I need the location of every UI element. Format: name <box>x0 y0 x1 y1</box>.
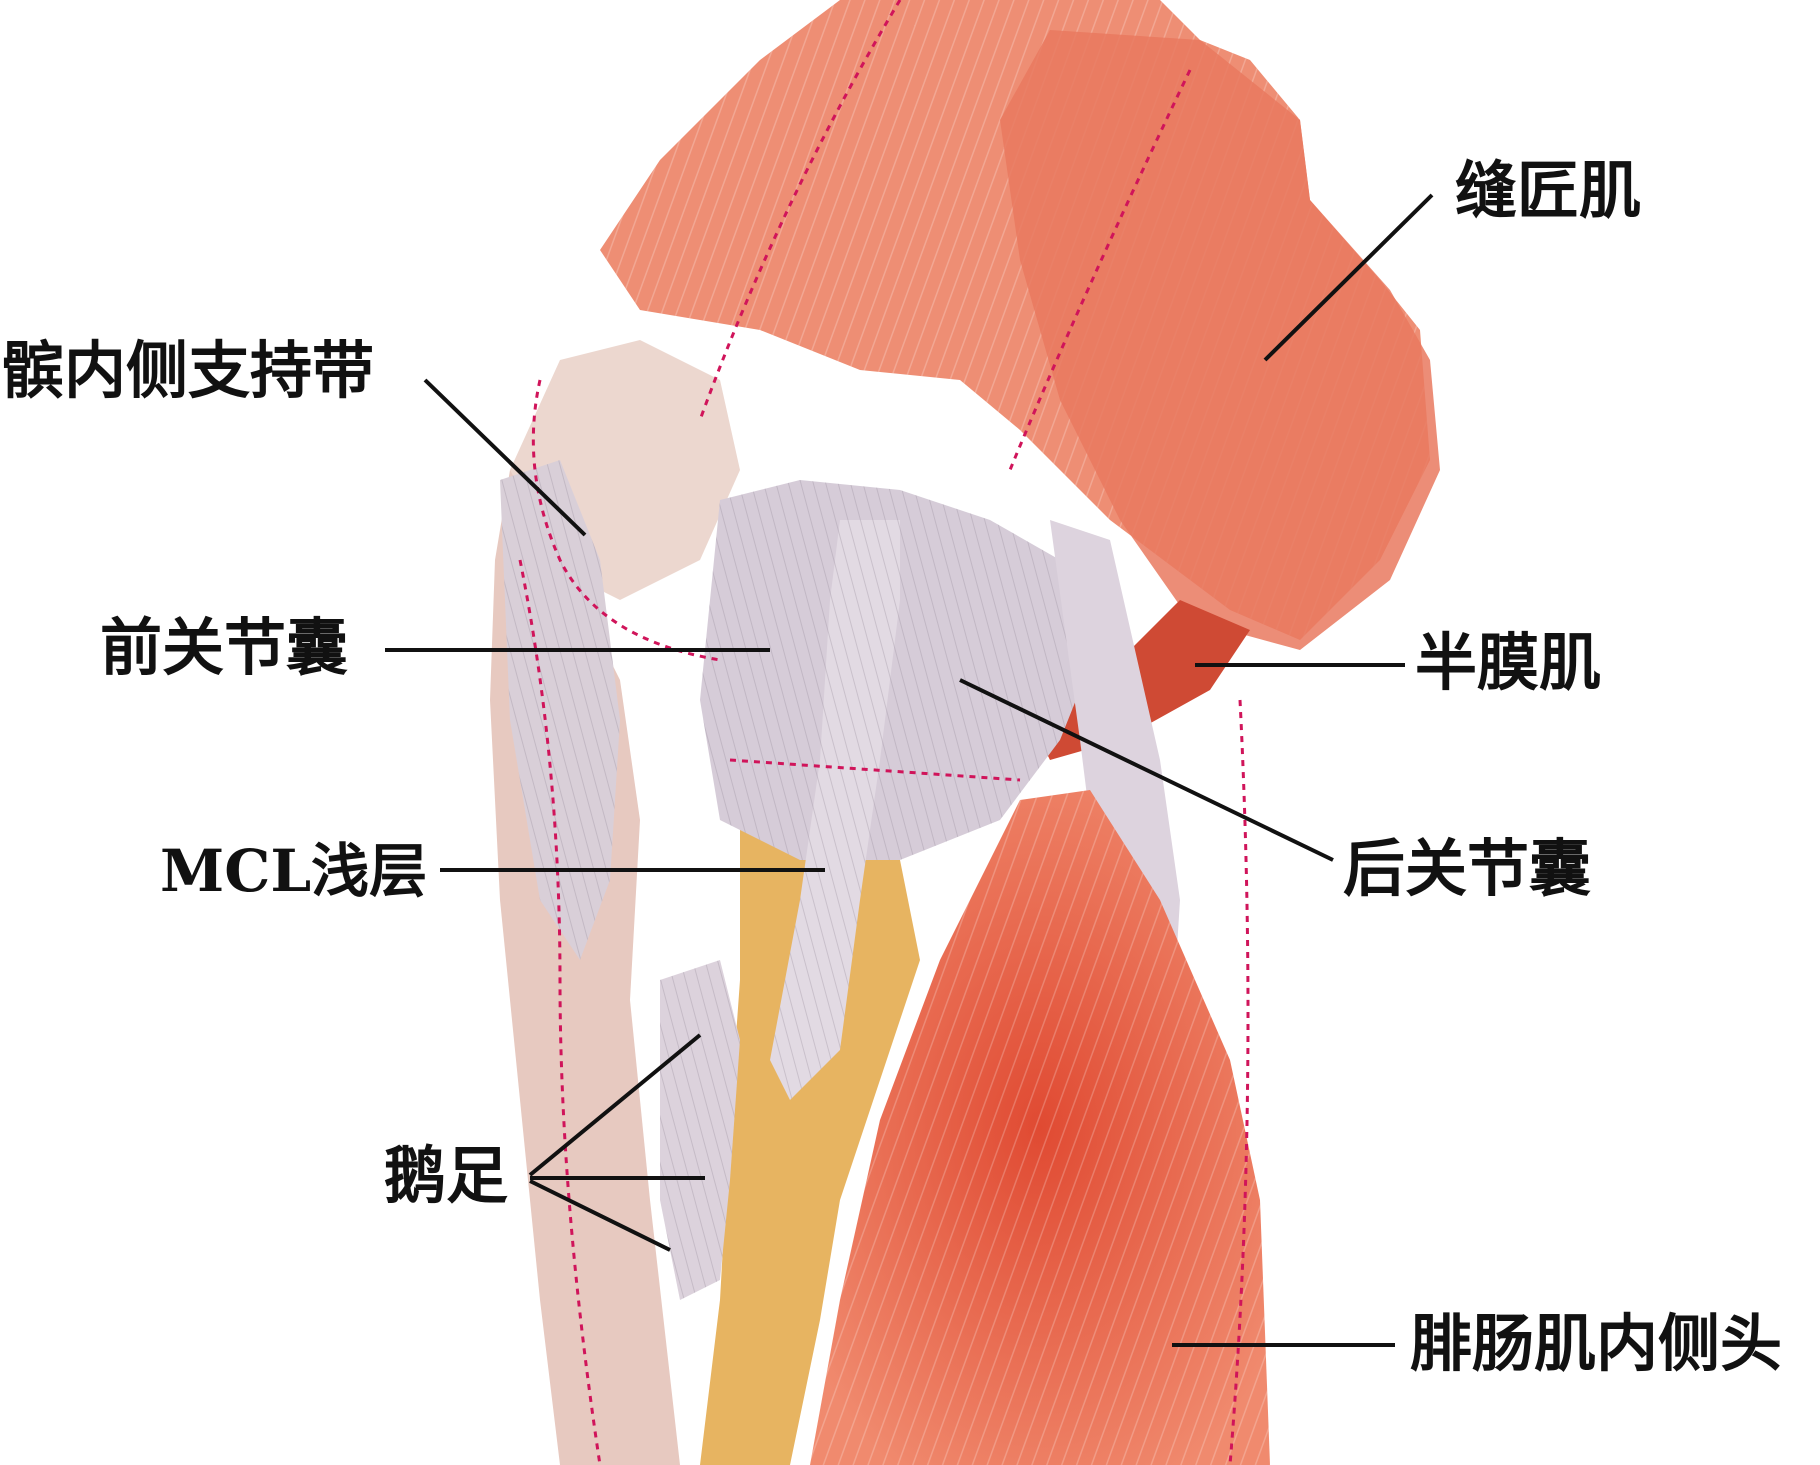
leader-sartorius <box>1263 193 1434 362</box>
label-gastrocnemius-medial-head: 腓肠肌内侧头 <box>1410 1307 1783 1380</box>
dashed-outlines <box>518 0 1250 1465</box>
label-patellar-retinaculum: 髌内侧支持带 <box>2 334 375 407</box>
sartorius-muscle <box>1000 30 1440 650</box>
leader-retinaculum <box>423 378 587 537</box>
label-posterior-capsule: 后关节囊 <box>1343 832 1592 905</box>
leader-pes-lower <box>529 1179 671 1252</box>
label-sartorius: 缝匠肌 <box>1455 154 1642 227</box>
tibia <box>700 820 920 1465</box>
leader-post-capsule <box>959 678 1334 862</box>
label-semimembranosus: 半膜肌 <box>1415 626 1602 699</box>
leader-pes-upper <box>528 1033 702 1177</box>
label-anterior-capsule: 前关节囊 <box>100 611 349 684</box>
label-pes-anserinus: 鹅足 <box>384 1139 509 1212</box>
leader-lines <box>385 193 1434 1347</box>
label-mcl-superficial: MCL浅层 <box>160 837 428 905</box>
